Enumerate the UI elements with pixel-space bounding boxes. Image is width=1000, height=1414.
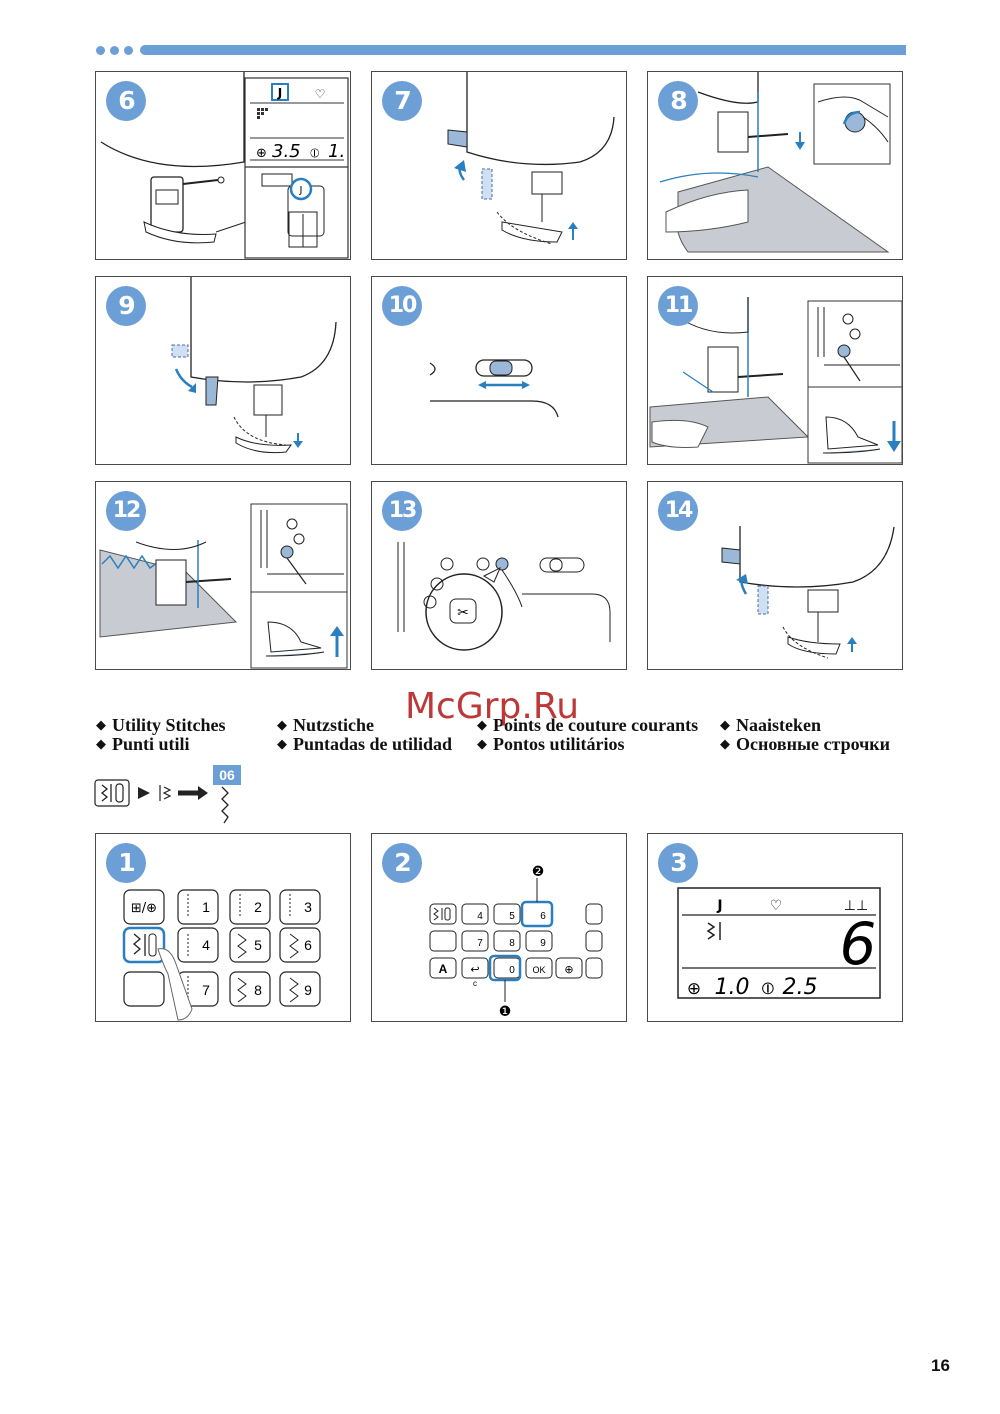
step-number-badge: 6 bbox=[106, 81, 146, 121]
step-number-badge: 13 bbox=[382, 491, 422, 531]
callout-1: ❶ bbox=[499, 1004, 512, 1020]
key-label-a: A bbox=[439, 962, 448, 976]
section-title-en: ◆Utility Stitches bbox=[96, 715, 226, 735]
key-label: 7 bbox=[202, 982, 210, 998]
lcd-big-digit: 6 bbox=[840, 910, 877, 978]
step-panel-3: 3 J ♡ ⊥⊥ 6 ⊕ 1.0 ⦶ 2.5 bbox=[647, 833, 903, 1022]
section-title-de: ◆Nutzstiche bbox=[277, 715, 374, 735]
step-panel-9: 9 bbox=[95, 276, 351, 465]
step-panel-2: 2 4 5 6 7 8 9 0 A ↩ bbox=[371, 833, 627, 1022]
svg-text:⊕: ⊕ bbox=[564, 963, 573, 976]
step-number-badge: 8 bbox=[658, 81, 698, 121]
svg-text:♡: ♡ bbox=[315, 87, 326, 101]
key-label: 6 bbox=[540, 911, 546, 922]
step-number-badge: 9 bbox=[106, 286, 146, 326]
watermark: McGrp.Ru bbox=[405, 686, 580, 727]
key-label: 4 bbox=[202, 937, 210, 953]
step-number-badge: 12 bbox=[106, 491, 146, 531]
step-13-illustration: ✂ bbox=[397, 542, 611, 651]
step-number-badge: 11 bbox=[658, 286, 698, 326]
svg-text:✂: ✂ bbox=[457, 605, 469, 621]
header-dot bbox=[96, 46, 105, 55]
key-grid-illustration: ⊞/⊕ 1 2 3 4 5 6 7 8 9 bbox=[122, 889, 321, 1021]
section-title-ru: ◆Основные строчки bbox=[720, 734, 891, 754]
lcd-illustration: J ♡ ⊥⊥ 6 ⊕ 1.0 ⦶ 2.5 bbox=[677, 887, 881, 1000]
section-title-fr: ◆Points de couture courants bbox=[477, 715, 699, 735]
key-label: 5 bbox=[509, 911, 515, 922]
section-title-it: ◆Punti utili bbox=[96, 734, 190, 754]
lcd-mode-letter: J bbox=[277, 86, 282, 100]
lcd-mode-letter: J bbox=[716, 898, 722, 914]
step-6-illustration: J ♡ ⊕ 3.5 ⦶ 1. J bbox=[100, 72, 349, 259]
lcd-stitch-length: 1. bbox=[328, 141, 345, 162]
key-label: 2 bbox=[254, 899, 262, 915]
svg-text:⦶: ⦶ bbox=[761, 979, 774, 999]
header-bar bbox=[140, 45, 906, 55]
step-9-illustration bbox=[171, 277, 337, 454]
svg-text:⊥⊥: ⊥⊥ bbox=[844, 898, 868, 914]
step-panel-10: 10 bbox=[371, 276, 627, 465]
step-number-badge: 1 bbox=[106, 843, 146, 883]
header-decoration bbox=[96, 44, 906, 56]
lcd-stitch-width: 3.5 bbox=[272, 141, 301, 162]
key-label: 3 bbox=[304, 899, 312, 915]
step-number-badge: 14 bbox=[658, 491, 698, 531]
header-dot bbox=[124, 46, 133, 55]
step-number-badge: 10 bbox=[382, 286, 422, 326]
svg-text:⊞/⊕: ⊞/⊕ bbox=[131, 901, 157, 916]
key-label: 6 bbox=[304, 937, 312, 953]
step-12-illustration bbox=[99, 503, 348, 669]
step-number-badge: 2 bbox=[382, 843, 422, 883]
key-label: 4 bbox=[477, 911, 483, 922]
svg-text:⦶: ⦶ bbox=[310, 146, 320, 161]
section-title-nl: ◆Naaisteken bbox=[720, 715, 821, 735]
step-number-badge: 7 bbox=[382, 81, 422, 121]
step-8-illustration bbox=[659, 72, 891, 253]
svg-text:J: J bbox=[299, 185, 303, 196]
svg-text:⊕: ⊕ bbox=[256, 146, 267, 161]
step-number-badge: 3 bbox=[658, 843, 698, 883]
lcd-stitch-width: 1.0 bbox=[715, 975, 750, 1000]
key-label: 7 bbox=[477, 938, 483, 949]
key-label: 9 bbox=[304, 982, 312, 998]
stitch-number-chip: 06 bbox=[213, 765, 241, 785]
section-title-pt: ◆Pontos utilitários bbox=[477, 734, 625, 754]
key-label: 8 bbox=[509, 938, 515, 949]
page-number: 16 bbox=[931, 1356, 950, 1375]
key-panel-illustration: 4 5 6 7 8 9 0 A ↩ c OK ⊕ ❷ ❶ bbox=[429, 864, 603, 1020]
step-panel-1: 1 ⊞/⊕ 1 2 3 4 5 6 bbox=[95, 833, 351, 1022]
key-label: 8 bbox=[254, 982, 262, 998]
step-10-illustration bbox=[429, 359, 559, 418]
stitch-selection-sequence bbox=[94, 779, 229, 824]
svg-text:↩: ↩ bbox=[470, 963, 479, 976]
step-panel-14: 14 bbox=[647, 481, 903, 670]
callout-2: ❷ bbox=[532, 864, 545, 880]
step-panel-13: 13 ✂ bbox=[371, 481, 627, 670]
key-label: 5 bbox=[254, 937, 262, 953]
key-label-c: c bbox=[473, 979, 477, 988]
step-panel-11: 11 bbox=[647, 276, 903, 465]
step-7-illustration bbox=[447, 72, 615, 245]
svg-text:⊕: ⊕ bbox=[687, 979, 701, 999]
step-panel-6: 6 J ♡ ⊕ 3.5 ⦶ 1. J bbox=[95, 71, 351, 260]
key-label: 1 bbox=[202, 899, 210, 915]
step-panel-8: 8 bbox=[647, 71, 903, 260]
lcd-stitch-length: 2.5 bbox=[783, 975, 818, 1000]
key-label: 0 bbox=[509, 965, 515, 976]
svg-text:♡: ♡ bbox=[770, 898, 783, 914]
key-label: 9 bbox=[540, 938, 546, 949]
step-panel-12: 12 bbox=[95, 481, 351, 670]
header-dot bbox=[110, 46, 119, 55]
key-label-ok: OK bbox=[532, 965, 545, 975]
section-title-es: ◆Puntadas de utilidad bbox=[277, 734, 453, 754]
step-14-illustration bbox=[721, 526, 895, 659]
step-panel-7: 7 bbox=[371, 71, 627, 260]
